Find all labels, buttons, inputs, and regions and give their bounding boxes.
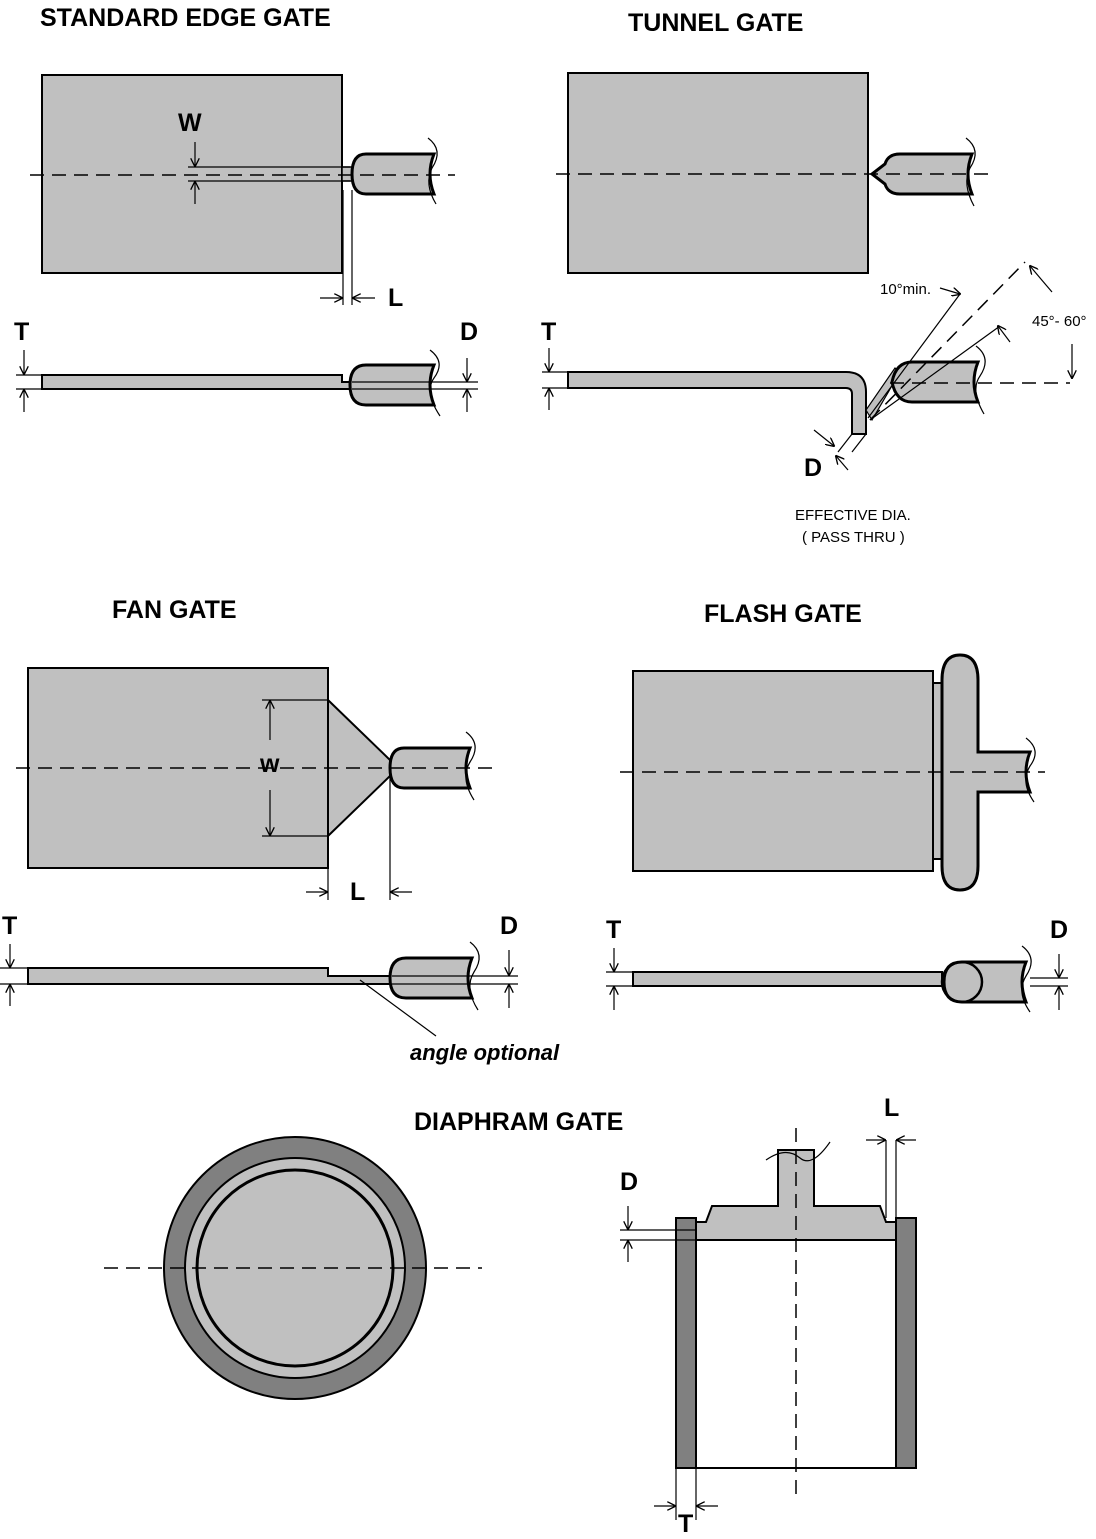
tunnel-gate-side-runner: [890, 360, 981, 404]
tunnel-gate-10min-label: 10°min.: [880, 281, 931, 298]
flash-gate-side-part: [632, 971, 963, 987]
fan-gate-l-label: L: [350, 878, 365, 906]
standard-edge-gate: STANDARD EDGE GATE W L T D: [14, 4, 478, 417]
tunnel-gate-45-arrow-top: [1030, 266, 1053, 293]
tunnel-gate-pass-thru: ( PASS THRU ): [802, 529, 905, 546]
title-fan-gate: FAN GATE: [112, 596, 237, 624]
edge-gate-d-label: D: [460, 318, 478, 346]
diaphragm-wall-right: [895, 1217, 917, 1469]
fan-gate-side-runner-break: [469, 941, 480, 1011]
title-tunnel-gate: TUNNEL GATE: [628, 9, 803, 37]
edge-gate-runner-break: [427, 137, 438, 205]
tunnel-gate-t-label: T: [541, 318, 556, 346]
title-standard-edge-gate: STANDARD EDGE GATE: [40, 4, 331, 32]
title-flash-gate: FLASH GATE: [704, 600, 862, 628]
edge-gate-w-label: W: [178, 109, 202, 137]
flash-gate-t-label: T: [606, 916, 621, 944]
flash-gate-side-runner: [942, 960, 1029, 1004]
diaphragm-t-label: T: [678, 1510, 693, 1534]
edge-gate-l-label: L: [388, 284, 403, 312]
edge-gate-side-runner-break: [429, 349, 441, 417]
tunnel-gate-d-ext-left: [837, 433, 853, 453]
edge-gate-part: [41, 74, 343, 274]
tunnel-gate-runner-break: [965, 137, 976, 207]
fan-gate-runner-break: [465, 731, 476, 801]
tunnel-gate-10min-line: [867, 293, 961, 419]
tunnel-gate-45-label: 45°- 60°: [1032, 313, 1087, 330]
fan-gate: FAN GATE w L angle optional T D: [0, 596, 560, 1065]
diaphragm-wall-left: [675, 1217, 697, 1469]
flash-gate: FLASH GATE T D: [606, 600, 1068, 1013]
tunnel-gate-d-label: D: [804, 454, 822, 482]
edge-gate-runner: [350, 152, 437, 196]
tunnel-gate-part: [567, 72, 869, 274]
fan-gate-t-label: T: [2, 912, 17, 940]
diaphragm-l-label: L: [884, 1094, 899, 1122]
title-diaphragm-gate: DIAPHRAM GATE: [414, 1108, 623, 1136]
tunnel-gate-d-arrow-out: [836, 456, 849, 471]
tunnel-gate-10min-arrow: [939, 288, 960, 294]
fan-gate-d-label: D: [500, 912, 518, 940]
tunnel-gate-side-runner-break: [975, 345, 986, 415]
diaphragm-sprue-break: [765, 1141, 831, 1162]
flash-gate-runner-break: [1025, 737, 1036, 803]
tunnel-gate-effective-dia: EFFECTIVE DIA.: [795, 507, 911, 524]
fan-gate-side-runner: [388, 956, 475, 1000]
tunnel-gate-angle-line: [869, 325, 1001, 421]
fan-gate-angle-optional: angle optional: [410, 1040, 560, 1065]
tunnel-gate-d-arrow-in: [813, 429, 834, 446]
diaphragm-d-label: D: [620, 1168, 638, 1196]
tunnel-gate: TUNNEL GATE 10°min. 45°- 60° T D EF: [541, 9, 1087, 546]
flash-gate-side-runner-break: [1021, 945, 1032, 1013]
diaphragm-gate: DIAPHRAM GATE L D T: [104, 1094, 917, 1538]
edge-gate-side-runner: [348, 363, 437, 407]
edge-gate-side-part: [41, 374, 353, 390]
flash-gate-part: [632, 670, 934, 872]
tunnel-gate-angle-centerline: [869, 261, 1026, 421]
edge-gate-t-label: T: [14, 318, 29, 346]
tunnel-gate-d-ext-right: [851, 433, 867, 453]
flash-gate-side-runner-end: [940, 960, 984, 1004]
fan-gate-w-label: w: [259, 750, 280, 778]
tunnel-gate-side-part: [567, 371, 867, 435]
tunnel-gate-angle-arrow: [998, 326, 1011, 343]
fan-gate-side-part: [27, 967, 393, 985]
flash-gate-d-label: D: [1050, 916, 1068, 944]
fan-gate-angle-leader: [359, 979, 437, 1037]
